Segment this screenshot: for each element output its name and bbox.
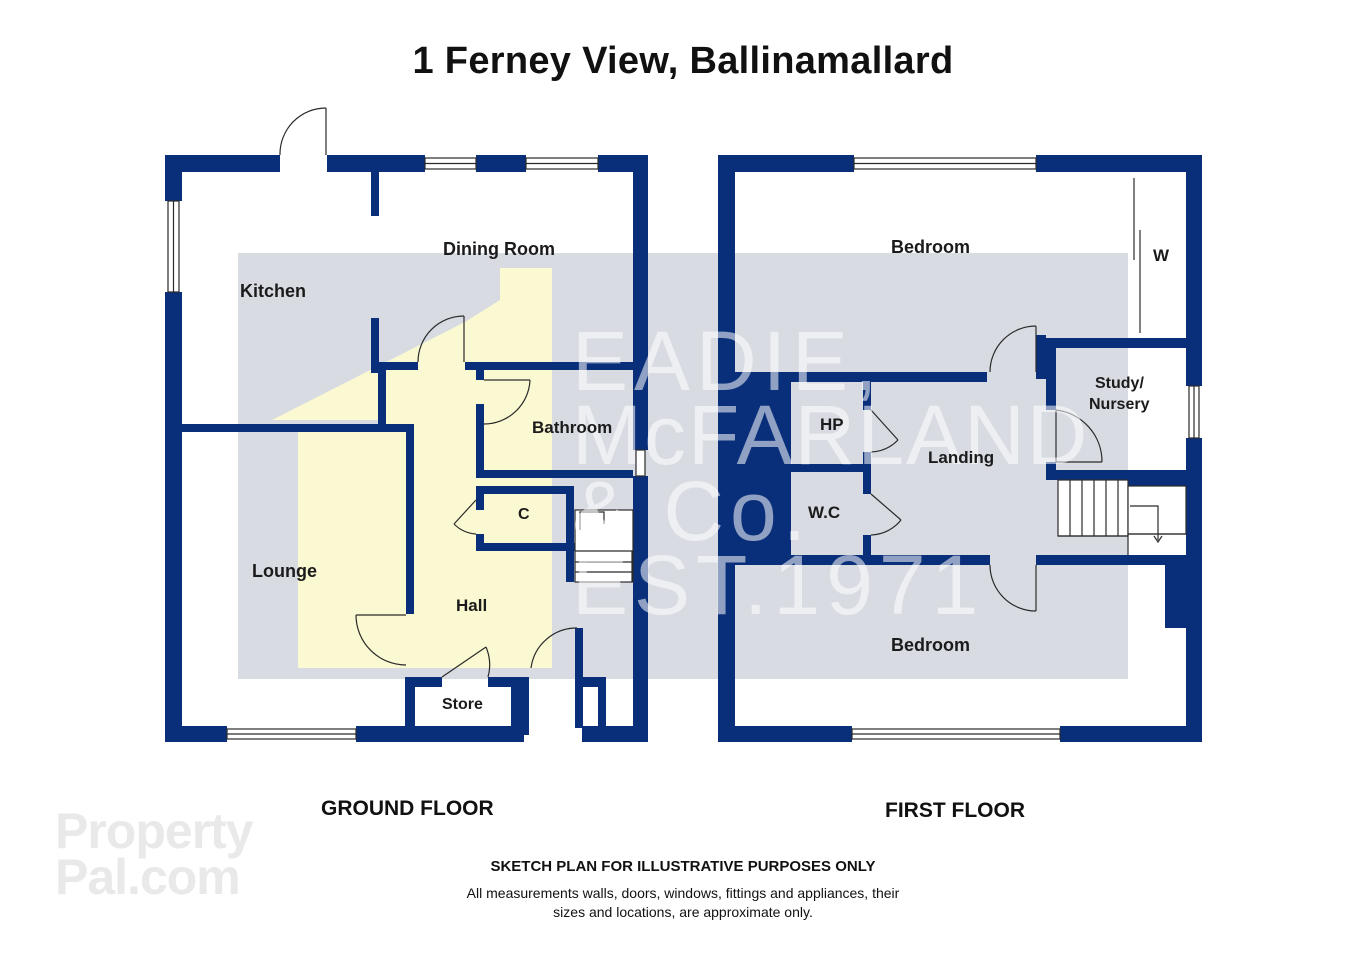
logo-line-1: Property [55, 803, 254, 859]
lounge-highlight [298, 432, 406, 668]
room-study-line-1: Study/ [1095, 375, 1144, 392]
room-bedroom-top: Bedroom [891, 237, 970, 257]
watermark-line-1: EADIE, [572, 314, 883, 408]
room-cupboard: C [518, 506, 530, 523]
room-kitchen: Kitchen [240, 281, 306, 301]
first-floor-openings [851, 157, 1200, 740]
room-bedroom-bottom: Bedroom [891, 635, 970, 655]
window-bathroom [635, 449, 646, 477]
ground-floor-openings [167, 107, 646, 740]
first-floor-label: FIRST FLOOR [885, 799, 1025, 822]
disclaimer-heading: SKETCH PLAN FOR ILLUSTRATIVE PURPOSES ON… [490, 858, 876, 875]
propertypal-logo: Property Pal.com [55, 803, 254, 905]
room-wardrobe: W [1153, 246, 1170, 265]
room-lounge: Lounge [252, 561, 317, 581]
first-floor-walls [718, 155, 1202, 742]
first-floor-rooms: Bedroom W Study/ Nursery HP Landing W.C … [808, 237, 1170, 655]
watermark-line-4: EST.1971 [572, 538, 984, 632]
watermark-line-3: & Co. [572, 464, 812, 558]
room-hall: Hall [456, 596, 487, 615]
room-store: Store [442, 696, 483, 713]
room-bathroom: Bathroom [532, 418, 612, 437]
room-landing: Landing [928, 448, 994, 467]
room-study-line-2: Nursery [1089, 396, 1150, 413]
room-dining: Dining Room [443, 239, 555, 259]
room-wc: W.C [808, 503, 840, 522]
ground-floor-rooms: Kitchen Dining Room Bathroom C Lounge Ha… [240, 239, 612, 713]
logo-line-2: Pal.com [55, 849, 241, 905]
watermark: EADIE, McFARLAND & Co. EST.1971 [572, 314, 1089, 632]
plan-title: 1 Ferney View, Ballinamallard [412, 40, 954, 82]
disclaimer-line-2: sizes and locations, are approximate onl… [553, 904, 813, 920]
ground-floor-label: GROUND FLOOR [321, 797, 494, 820]
disclaimer-body: All measurements walls, doors, windows, … [433, 884, 933, 922]
ground-floor-walls [165, 155, 648, 742]
watermark-line-2: McFARLAND [572, 388, 1089, 482]
disclaimer-line-1: All measurements walls, doors, windows, … [466, 885, 900, 901]
room-hot-press: HP [820, 415, 844, 434]
